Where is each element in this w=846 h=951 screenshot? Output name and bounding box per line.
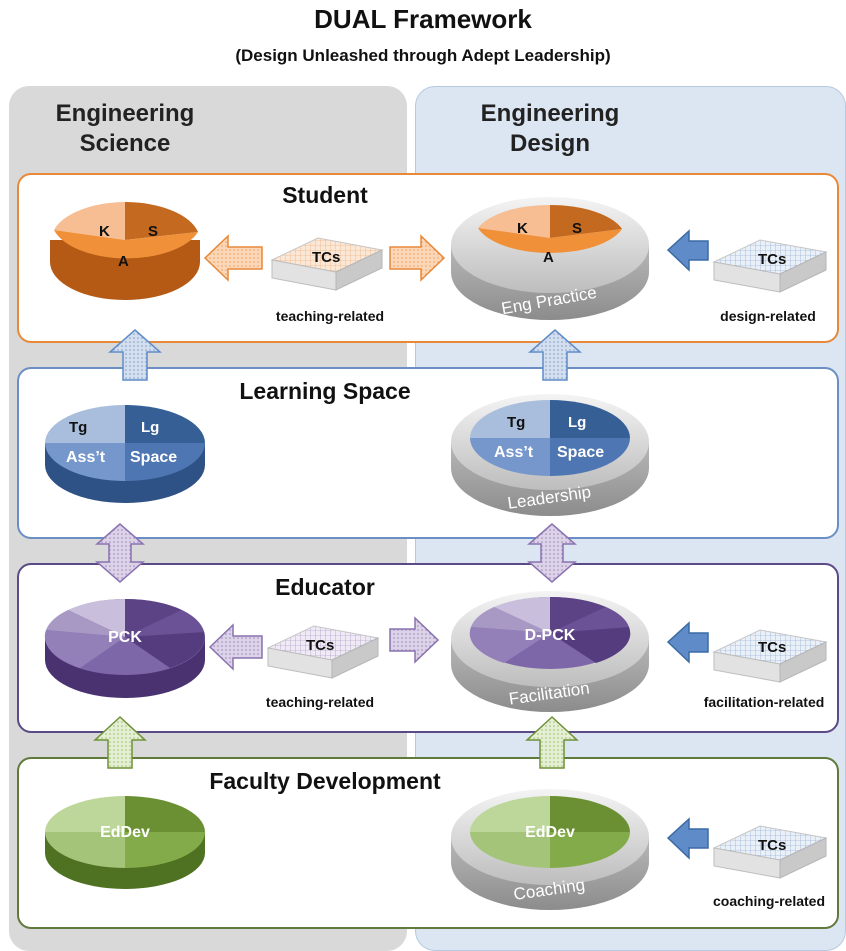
student-design-tcs-tile bbox=[712, 239, 828, 293]
double-arrow-science-learning-educator bbox=[94, 523, 146, 583]
student-design-pie-label-k: K bbox=[517, 220, 528, 237]
learning-pie-label-asst: Ass’t bbox=[66, 449, 106, 466]
student-design-pie-label-s: S bbox=[572, 220, 582, 237]
learning-design-pie-label-lg: Lg bbox=[568, 414, 586, 431]
up-arrow-science-learning-to-student bbox=[108, 329, 162, 381]
dpck-label: D-PCK bbox=[525, 627, 576, 644]
student-tcs-label: TCs bbox=[312, 249, 340, 266]
learning-design-pie-label-space: Space bbox=[557, 444, 604, 461]
educator-design-arrow bbox=[666, 621, 709, 664]
faculty-development-row-title: Faculty Development bbox=[209, 768, 441, 794]
eddev-pie-design bbox=[470, 796, 630, 868]
educator-caption-facilitation-related: facilitation-related bbox=[703, 694, 825, 710]
up-arrow-design-learning-to-student bbox=[528, 329, 582, 381]
diagram-subtitle: (Design Unleashed through Adept Leadersh… bbox=[235, 46, 611, 65]
eddev-design-label: EdDev bbox=[525, 824, 575, 841]
student-right-arrow bbox=[389, 234, 446, 282]
faculty-caption-coaching-related: coaching-related bbox=[712, 893, 826, 909]
educator-tcs-tile bbox=[266, 625, 380, 679]
student-caption-design-related: design-related bbox=[720, 308, 816, 324]
educator-design-tcs-tile bbox=[712, 629, 828, 683]
student-design-tcs-label: TCs bbox=[758, 251, 786, 268]
student-tcs-tile bbox=[270, 237, 384, 291]
educator-dpck-pie bbox=[469, 596, 631, 669]
student-ksa-pie-design bbox=[478, 204, 622, 253]
student-ksa-pie bbox=[50, 202, 200, 300]
student-pie-label-k: K bbox=[99, 223, 110, 240]
educator-pck-pie bbox=[44, 598, 205, 698]
learning-space-row-title: Learning Space bbox=[239, 378, 411, 404]
double-arrow-design-learning-educator bbox=[526, 523, 578, 583]
educator-tcs-label: TCs bbox=[306, 637, 334, 654]
learning-space-pie bbox=[45, 405, 205, 503]
student-caption-teaching-related: teaching-related bbox=[275, 308, 385, 324]
student-pie-label-s: S bbox=[148, 223, 158, 240]
learning-pie-label-tg: Tg bbox=[69, 419, 87, 436]
faculty-design-tcs-tile bbox=[712, 825, 828, 879]
learning-design-pie-label-tg: Tg bbox=[507, 414, 525, 431]
student-pie-label-a: A bbox=[118, 253, 129, 270]
student-design-arrow bbox=[666, 229, 709, 272]
learning-pie-label-lg: Lg bbox=[141, 419, 159, 436]
eddev-label: EdDev bbox=[100, 824, 150, 841]
educator-left-arrow bbox=[208, 623, 263, 671]
eddev-pie bbox=[45, 796, 205, 889]
pck-label: PCK bbox=[108, 629, 142, 646]
educator-caption-teaching-related: teaching-related bbox=[265, 694, 375, 710]
educator-design-tcs-label: TCs bbox=[758, 639, 786, 656]
faculty-design-tcs-label: TCs bbox=[758, 837, 786, 854]
up-arrow-science-faculty-to-educator bbox=[93, 715, 147, 769]
learning-design-pie-label-asst: Ass’t bbox=[494, 444, 534, 461]
faculty-design-arrow bbox=[666, 817, 709, 860]
learning-space-pie-design bbox=[470, 400, 630, 476]
educator-row-title: Educator bbox=[275, 574, 375, 600]
student-design-pie-label-a: A bbox=[543, 249, 554, 266]
student-row-title: Student bbox=[282, 182, 368, 208]
learning-pie-label-space: Space bbox=[130, 449, 177, 466]
student-left-arrow bbox=[203, 234, 263, 282]
educator-right-arrow bbox=[389, 616, 440, 664]
diagram-title: DUAL Framework bbox=[314, 4, 532, 34]
up-arrow-design-faculty-to-educator bbox=[525, 715, 579, 769]
